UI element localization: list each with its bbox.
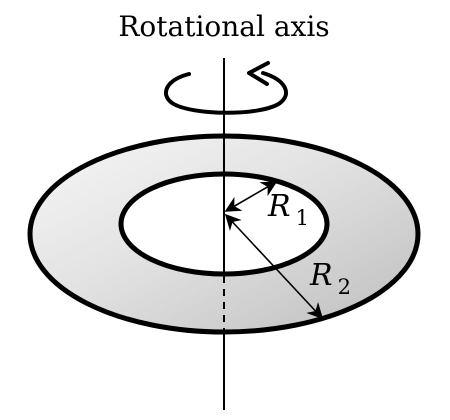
- inner-radius-label: R 1: [267, 189, 309, 230]
- outer-radius-arrow: [224, 213, 324, 320]
- outer-radius-label: R 2: [309, 258, 351, 299]
- inner-radius-arrow: [224, 181, 278, 212]
- diagram-title: Rotational axis: [118, 10, 329, 43]
- rotation-arrow-icon: [164, 61, 288, 115]
